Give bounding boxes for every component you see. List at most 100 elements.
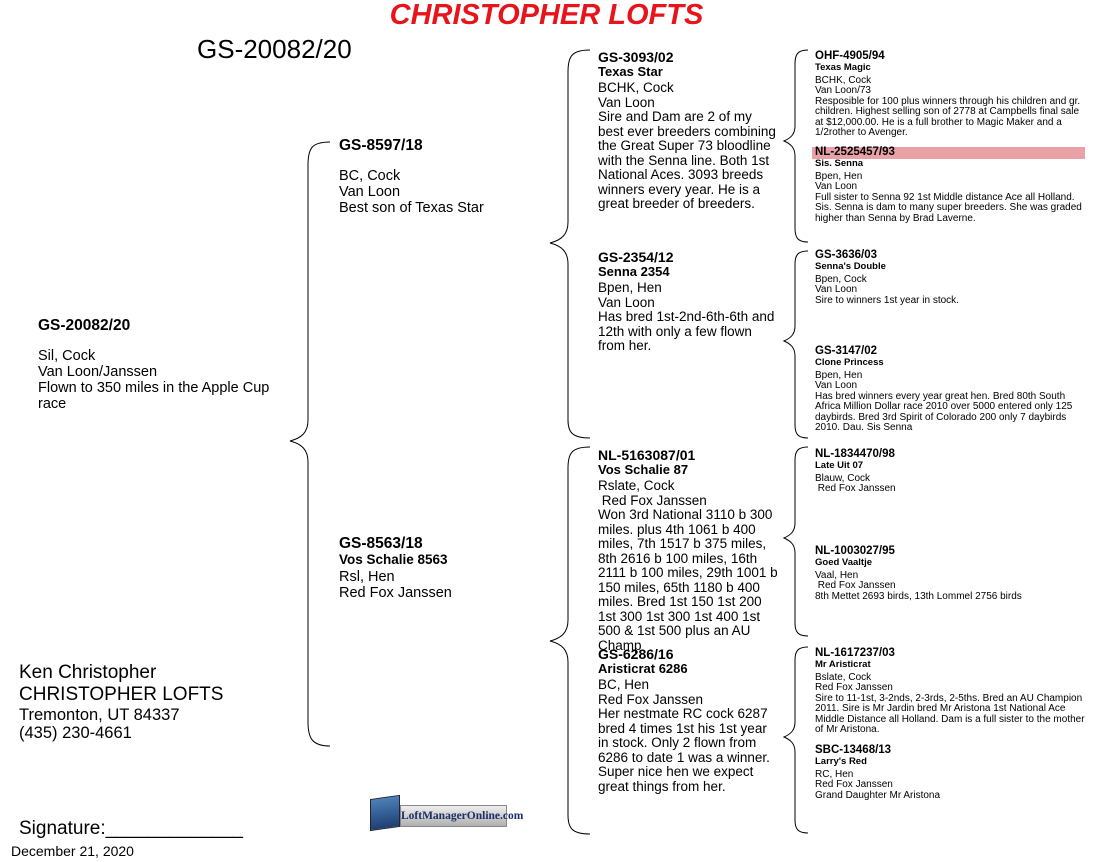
dam-sire-pigeon: NL-5163087/01 Vos Schalie 87 Rslate, Coc… [598, 448, 780, 653]
owner-phone: (435) 230-4661 [19, 724, 132, 742]
ancestor-ring: NL-1617237/03 [815, 647, 895, 659]
dam-pigeon: GS-8563/18 Vos Schalie 8563 Rsl, Hen Red… [339, 535, 559, 602]
owner-name: Ken Christopher [19, 662, 157, 683]
ancestor-line: Red Fox Janssen [815, 483, 896, 494]
sire-line: Van Loon [339, 184, 401, 200]
ancestor-2: NL-2525457/93 Sis. Senna Bpen, Hen Van L… [812, 146, 1087, 224]
ancestor-line: Van Loon [815, 181, 858, 192]
ancestor-note: 8th Mettet 2693 birds, 13th Lommel 2756 … [815, 590, 1022, 602]
subject-pigeon: GS-20082/20 Sil, Cock Van Loon/Janssen F… [38, 317, 298, 413]
dam-dam-name: Aristicrat 6286 [598, 661, 688, 676]
sire-sire-line: BCHK, Cock [598, 80, 674, 95]
ancestor-8: SBC-13468/13 Larry's Red RC, Hen Red Fox… [815, 744, 1087, 801]
ancestor-ring: NL-1834470/98 [815, 448, 895, 460]
subject-ring: GS-20082/20 [38, 317, 131, 334]
dam-dam-note: Her nestmate RC cock 6287 bred 4 times 1… [598, 706, 770, 794]
sire-dam-line: Van Loon [598, 294, 655, 310]
ancestor-line: Bpen, Hen [815, 170, 863, 182]
dam-dam-line: Red Fox Janssen [598, 691, 704, 707]
ancestor-note: Sire to winners 1st year in stock. [815, 294, 959, 306]
owner-info: Ken Christopher CHRISTOPHER LOFTS Tremon… [19, 662, 223, 742]
ancestor-4: GS-3147/02 Clone Princess Bpen, Hen Van … [815, 345, 1087, 434]
ancestor-note: Has bred winners every year great hen. B… [815, 390, 1073, 434]
sire-sire-pigeon: GS-3093/02 Texas Star BCHK, Cock Van Loo… [598, 50, 780, 212]
sire-dam-name: Senna 2354 [598, 264, 670, 279]
ancestor-line: Bpen, Hen [815, 369, 863, 381]
owner-address: Tremonton, UT 84337 [19, 706, 180, 724]
ancestor-line: Red Fox Janssen [815, 682, 893, 693]
dam-sire-line: Rslate, Cock [598, 478, 675, 493]
subject-line: Flown to 350 miles in the Apple Cup [38, 380, 270, 396]
ancestor-ring: SBC-13468/13 [815, 744, 892, 756]
sire-dam-ring: GS-2354/12 [598, 249, 674, 265]
ancestor-name: Senna's Double [815, 260, 886, 272]
ancestor-name: Late Uit 07 [815, 459, 864, 471]
subject-line: Van Loon/Janssen [38, 364, 158, 380]
ancestor-line: Van Loon [815, 380, 858, 391]
ancestor-note: Full sister to Senna 92 1st Middle dista… [815, 191, 1082, 224]
dam-ring: GS-8563/18 [339, 535, 423, 552]
ancestor-line: Red Fox Janssen [815, 779, 893, 790]
sire-dam-line: Bpen, Hen [598, 280, 662, 295]
sire-sire-ring: GS-3093/02 [598, 49, 674, 65]
sire-sire-line: Van Loon [598, 94, 655, 110]
dam-line: Rsl, Hen [339, 569, 395, 585]
ancestor-ring: OHF-4905/94 [815, 50, 885, 62]
print-date: December 21, 2020 [11, 843, 134, 859]
subject-line: race [38, 396, 67, 412]
sire-sire-note: Sire and Dam are 2 of my best ever breed… [598, 109, 776, 211]
ancestor-name: Goed Vaaltje [815, 556, 873, 568]
bracket-dam [549, 446, 591, 835]
sire-pigeon: GS-8597/18 BC, Cock Van Loon Best son of… [339, 137, 559, 217]
ancestor-ring-highlighted: NL-2525457/93 [812, 146, 1085, 159]
ancestor-ring: NL-1003027/95 [815, 545, 895, 557]
ancestor-name: Sis. Senna [815, 157, 864, 169]
ancestor-3: GS-3636/03 Senna's Double Bpen, Cock Van… [815, 249, 1087, 306]
bracket-sire [549, 49, 591, 439]
ancestor-ring: GS-3147/02 [815, 345, 878, 357]
ancestor-note: Sire to 11-1st, 3-2nds, 2-3rds, 2-5ths. … [815, 692, 1085, 736]
ancestor-7: NL-1617237/03 Mr Aristicrat Bslate, Cock… [815, 647, 1087, 736]
subject-line: Sil, Cock [38, 348, 96, 364]
sire-dam-note: Has bred 1st-2nd-6th-6th and 12th with o… [598, 309, 775, 353]
dam-sire-note: Won 3rd National 3110 b 300 miles. plus … [598, 507, 778, 653]
ancestor-line: Van Loon/73 [815, 85, 871, 96]
bracket-g3-1 [782, 49, 809, 243]
sire-sire-name: Texas Star [598, 64, 663, 79]
page-title: CHRISTOPHER LOFTS [389, 0, 704, 31]
ancestor-5: NL-1834470/98 Late Uit 07 Blauw, Cock Re… [815, 448, 1087, 495]
dam-dam-pigeon: GS-6286/16 Aristicrat 6286 BC, Hen Red F… [598, 647, 780, 794]
ancestor-line: Red Fox Janssen [815, 580, 896, 591]
bracket-g3-2 [782, 250, 809, 439]
ancestor-line: RC, Hen [815, 768, 854, 780]
loftmanager-logo: LoftManagerOnline.com [370, 794, 523, 837]
logo-text: LoftManagerOnline.com [400, 805, 523, 827]
ancestor-line: BCHK, Cock [815, 74, 872, 86]
ancestor-line: Vaal, Hen [815, 569, 859, 581]
ancestor-1: OHF-4905/94 Texas Magic BCHK, Cock Van L… [815, 50, 1087, 139]
ancestor-line: Bpen, Cock [815, 273, 867, 285]
dam-dam-ring: GS-6286/16 [598, 646, 674, 662]
dam-name: Vos Schalie 8563 [339, 552, 448, 567]
ancestor-name: Clone Princess [815, 356, 884, 368]
sire-dam-pigeon: GS-2354/12 Senna 2354 Bpen, Hen Van Loon… [598, 250, 780, 354]
bracket-g3-3 [782, 446, 809, 637]
dam-line: Red Fox Janssen [339, 585, 452, 601]
sire-ring: GS-8597/18 [339, 137, 423, 154]
ancestor-6: NL-1003027/95 Goed Vaaltje Vaal, Hen Red… [815, 545, 1087, 602]
bracket-g3-4 [782, 646, 809, 834]
ancestor-ring: GS-3636/03 [815, 249, 878, 261]
sire-line: BC, Cock [339, 168, 401, 184]
ancestor-name: Larry's Red [815, 755, 867, 767]
ancestor-note: Grand Daughter Mr Aristona [815, 789, 941, 801]
ancestor-name: Mr Aristicrat [815, 658, 871, 670]
pigeon-ring-number: GS-20082/20 [197, 34, 352, 64]
ancestor-name: Texas Magic [815, 61, 871, 73]
owner-loft: CHRISTOPHER LOFTS [19, 684, 224, 705]
dam-sire-line: Red Fox Janssen [598, 492, 707, 508]
ancestor-line: Van Loon [815, 284, 858, 295]
signature-line: Signature:_____________ [19, 818, 243, 839]
ancestor-note: Resposible for 100 plus winners through … [815, 95, 1081, 139]
dam-dam-line: BC, Hen [598, 677, 650, 692]
